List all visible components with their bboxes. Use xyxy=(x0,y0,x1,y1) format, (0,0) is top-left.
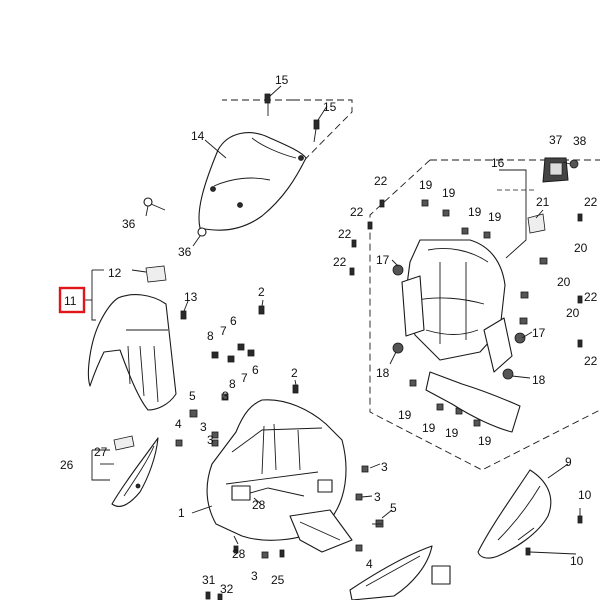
part-26-side-panel[interactable] xyxy=(111,437,159,507)
part-36-screw-lower[interactable] xyxy=(197,227,207,237)
callout-15[interactable]: 15 xyxy=(323,100,337,114)
callout-17[interactable]: 17 xyxy=(376,253,390,267)
part-1-front-cowl[interactable] xyxy=(206,399,347,541)
callout-2[interactable]: 2 xyxy=(291,366,298,380)
part-11-side-cowl[interactable] xyxy=(87,294,177,411)
callout-1[interactable]: 1 xyxy=(178,506,185,520)
part-22-screws[interactable] xyxy=(349,199,583,348)
callout-8[interactable]: 8 xyxy=(229,377,236,391)
leader-lines xyxy=(84,85,581,555)
callout-25[interactable]: 25 xyxy=(271,573,285,587)
callout-9[interactable]: 9 xyxy=(565,455,572,469)
callout-19[interactable]: 19 xyxy=(422,421,436,435)
callout-22[interactable]: 22 xyxy=(374,174,388,188)
part-38-bolt[interactable] xyxy=(569,159,579,169)
part-12-decal[interactable] xyxy=(145,265,167,283)
callout-15[interactable]: 15 xyxy=(275,73,289,87)
part-15-screw-upper[interactable] xyxy=(264,93,271,116)
callout-6[interactable]: 6 xyxy=(230,314,237,328)
part-17-grommets[interactable] xyxy=(392,264,526,344)
part-20-nuts[interactable] xyxy=(519,257,548,325)
callout-22[interactable]: 22 xyxy=(338,227,352,241)
callout-22[interactable]: 22 xyxy=(584,195,598,209)
callout-31[interactable]: 31 xyxy=(202,573,216,587)
callout-3[interactable]: 3 xyxy=(222,389,229,403)
part-18-grommets[interactable] xyxy=(392,342,514,380)
part-27-decal[interactable] xyxy=(113,435,135,451)
small-hardware xyxy=(175,305,583,601)
callout-21[interactable]: 21 xyxy=(536,195,550,209)
part-16-inner-bracket[interactable] xyxy=(401,239,513,373)
callout-22[interactable]: 22 xyxy=(584,290,598,304)
part-37-socket[interactable] xyxy=(542,157,569,183)
callout-3[interactable]: 3 xyxy=(251,569,258,583)
callout-19[interactable]: 19 xyxy=(419,178,433,192)
callout-3[interactable]: 3 xyxy=(381,460,388,474)
callout-36[interactable]: 36 xyxy=(122,217,136,231)
part-14-upper-cowl[interactable] xyxy=(198,132,307,231)
callout-19[interactable]: 19 xyxy=(398,408,412,422)
callout-12[interactable]: 12 xyxy=(108,266,122,280)
callout-16[interactable]: 16 xyxy=(491,156,505,170)
callout-8[interactable]: 8 xyxy=(207,329,214,343)
callout-5[interactable]: 5 xyxy=(390,501,397,515)
assembly-box-inner-bracket-group xyxy=(369,159,600,471)
callout-28[interactable]: 28 xyxy=(232,547,246,561)
part-19-clips[interactable] xyxy=(409,199,491,427)
callout-6[interactable]: 6 xyxy=(252,363,259,377)
callout-17[interactable]: 17 xyxy=(532,326,546,340)
callout-4[interactable]: 4 xyxy=(366,557,373,571)
part-9-side-panel[interactable] xyxy=(477,469,552,559)
callout-19[interactable]: 19 xyxy=(442,186,456,200)
callout-18[interactable]: 18 xyxy=(532,373,546,387)
part-4-lower-panel[interactable] xyxy=(349,545,451,601)
callout-13[interactable]: 13 xyxy=(184,290,198,304)
highlight-box xyxy=(58,286,86,314)
callout-20[interactable]: 20 xyxy=(574,241,588,255)
part-36-screw-left[interactable] xyxy=(143,197,166,211)
part-15-screw-right[interactable] xyxy=(313,119,320,143)
callout-3[interactable]: 3 xyxy=(207,433,214,447)
callout-36[interactable]: 36 xyxy=(178,245,192,259)
callout-20[interactable]: 20 xyxy=(566,306,580,320)
callout-37[interactable]: 37 xyxy=(549,133,563,147)
callout-7[interactable]: 7 xyxy=(220,324,227,338)
callout-19[interactable]: 19 xyxy=(478,434,492,448)
callout-38[interactable]: 38 xyxy=(573,134,587,148)
callout-22[interactable]: 22 xyxy=(350,205,364,219)
callout-3[interactable]: 3 xyxy=(200,420,207,434)
callout-28[interactable]: 28 xyxy=(252,498,266,512)
part-28-vent-lower[interactable] xyxy=(289,509,353,553)
callout-2[interactable]: 2 xyxy=(258,285,265,299)
callout-10[interactable]: 10 xyxy=(570,554,584,568)
callout-22[interactable]: 22 xyxy=(333,255,347,269)
assembly-box-front-cover-group xyxy=(222,99,353,211)
part-13-screw[interactable] xyxy=(180,310,187,320)
callout-14[interactable]: 14 xyxy=(191,129,205,143)
callout-10[interactable]: 10 xyxy=(578,488,592,502)
callout-18[interactable]: 18 xyxy=(376,366,390,380)
callout-labels: 15 15 14 36 36 16 37 38 22 22 22 22 22 2… xyxy=(60,73,598,596)
callout-5[interactable]: 5 xyxy=(189,389,196,403)
callout-11[interactable]: 11 xyxy=(64,294,77,308)
callout-19[interactable]: 19 xyxy=(468,205,482,219)
callout-26[interactable]: 26 xyxy=(60,458,74,472)
part-19-lower-bracket[interactable] xyxy=(425,371,521,433)
callout-7[interactable]: 7 xyxy=(241,371,248,385)
callout-22[interactable]: 22 xyxy=(584,354,598,368)
callout-19[interactable]: 19 xyxy=(445,426,459,440)
callout-3[interactable]: 3 xyxy=(374,490,381,504)
callout-32[interactable]: 32 xyxy=(220,582,234,596)
callout-4[interactable]: 4 xyxy=(175,417,182,431)
callout-27[interactable]: 27 xyxy=(94,445,108,459)
callout-20[interactable]: 20 xyxy=(557,275,571,289)
callout-19[interactable]: 19 xyxy=(488,210,502,224)
